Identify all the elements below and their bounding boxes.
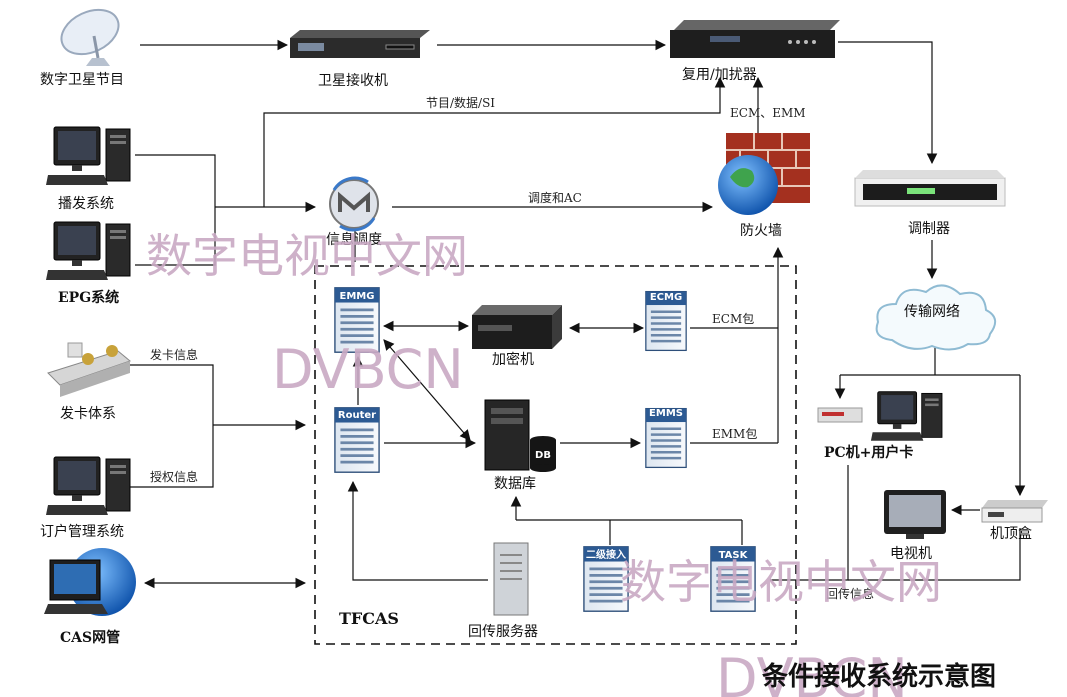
- watermark-cn-1: 数字电视中文网: [146, 229, 468, 283]
- emms-label: EMMS: [649, 408, 683, 419]
- edge-label-auth-info: 授权信息: [150, 469, 198, 484]
- task-server: TASK: [710, 545, 756, 613]
- router-label: Router: [338, 410, 376, 421]
- emmg-label: EMMG: [340, 291, 375, 302]
- tv-icon: [884, 490, 946, 539]
- emms-server: EMMS: [645, 407, 687, 469]
- edge-label-ecm-emm: ECM、EMM: [730, 106, 806, 120]
- encryptor-icon: [472, 305, 562, 349]
- stb-label: 机顶盒: [990, 525, 1032, 542]
- watermark-en-2: DVBCN: [716, 647, 908, 697]
- satellite-dish-icon: [60, 8, 120, 66]
- ecmg-label: ECMG: [650, 292, 682, 303]
- scheduler-label: 信息调度: [326, 231, 382, 248]
- watermark-en-1: DVBCN: [272, 338, 464, 401]
- epg-label: EPG系统: [58, 289, 119, 306]
- subscriber-mgmt-label: 订户管理系统: [40, 523, 124, 540]
- level2-label: 二级接入: [586, 548, 626, 561]
- firewall-label: 防火墙: [740, 223, 782, 239]
- epg-pc-icon: [46, 221, 131, 281]
- router-server: Router: [334, 406, 380, 474]
- edge-label-schedule: 调度和AC: [528, 190, 582, 205]
- modulator-icon: [854, 170, 1006, 207]
- edge-lines: [130, 39, 1026, 589]
- satellite-receiver-icon: [290, 30, 430, 58]
- pc-user-label: PC机+用户卡: [824, 444, 913, 461]
- broadcast-pc-icon: [46, 126, 131, 186]
- diagram-caption: 条件接收系统示意图: [762, 661, 996, 692]
- level2-server: 二级接入: [583, 545, 629, 613]
- edge-label-program: 节目/数据/SI: [426, 95, 495, 110]
- edge-label-ecm-packet: ECM包: [712, 312, 754, 326]
- edge-label-emm-packet: EMM包: [712, 427, 757, 441]
- edge-label-card-info: 发卡信息: [150, 347, 198, 362]
- cas-mgmt-icon: [44, 548, 136, 616]
- pc-user-card-icon: [817, 391, 943, 442]
- satellite-label: 数字卫星节目: [40, 72, 124, 88]
- task-label: TASK: [719, 550, 749, 561]
- database-label: 数据库: [494, 476, 536, 492]
- return-server-label: 回传服务器: [468, 624, 538, 640]
- mux-label: 复用/加扰器: [682, 66, 757, 83]
- modulator-label: 调制器: [908, 221, 950, 237]
- tv-label: 电视机: [890, 546, 932, 562]
- db-badge: DB: [535, 450, 551, 461]
- cas-mgmt-label: CAS网管: [60, 629, 120, 646]
- tfcas-label: TFCAS: [339, 609, 399, 628]
- receiver-label: 卫星接收机: [318, 72, 388, 89]
- edge-label-return-info: 回传信息: [826, 586, 874, 601]
- emmg-server: EMMG: [334, 286, 380, 354]
- scheduler-icon: [329, 176, 379, 232]
- firewall-icon: [718, 133, 810, 215]
- return-server-icon: [493, 542, 529, 616]
- database-server-icon: DB: [484, 399, 556, 472]
- transmission-network-icon: [875, 284, 997, 351]
- watermark-cn-2: 数字电视中文网: [620, 555, 942, 609]
- card-issuing-icon: [47, 342, 132, 397]
- set-top-box-icon: [981, 500, 1048, 523]
- subscriber-pc-icon: [46, 456, 131, 516]
- card-issue-label: 发卡体系: [60, 406, 116, 422]
- encryptor-label: 加密机: [492, 351, 534, 368]
- tfcas-boundary: [314, 265, 797, 645]
- multiplexer-icon: [670, 20, 840, 58]
- network-label: 传输网络: [904, 304, 960, 320]
- broadcast-label: 播发系统: [58, 196, 114, 212]
- ecmg-server: ECMG: [645, 290, 687, 352]
